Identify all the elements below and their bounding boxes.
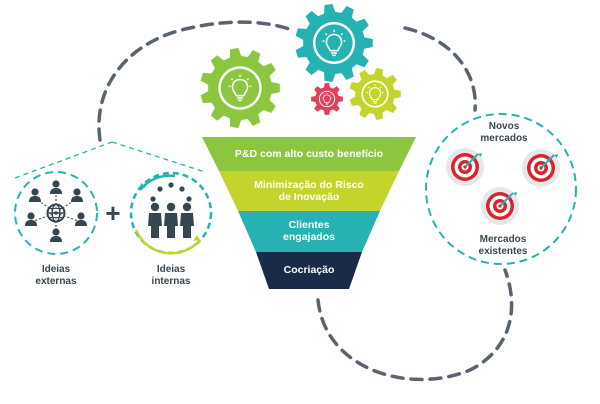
person-icon — [164, 202, 178, 238]
markets-circle — [425, 113, 577, 265]
gear-icon — [295, 4, 373, 82]
gear-icon — [349, 68, 401, 120]
person-head-icon — [157, 186, 163, 192]
external-ideas-group — [14, 171, 98, 255]
person-head-icon — [186, 196, 192, 202]
funnel-label-2-line-1: Minimização do Risco — [254, 179, 364, 191]
person-head-icon — [179, 186, 185, 192]
funnel-level-1 — [202, 137, 416, 171]
new-markets-label: Novos mercados — [472, 121, 536, 145]
gears-group — [200, 4, 401, 128]
person-icon — [50, 228, 62, 242]
external-ideas-circle — [14, 171, 98, 255]
person-icon — [29, 188, 41, 202]
cycle-arrow-icon — [134, 229, 201, 255]
person-icon — [50, 180, 62, 194]
internal-ideas-label: Ideias internas — [141, 264, 201, 288]
new-markets-line-2: mercados — [480, 133, 528, 144]
internal-ideas-line-1: Ideias — [156, 264, 186, 275]
dashed-arc-bottom — [316, 268, 514, 382]
internal-ideas-group — [129, 171, 213, 255]
person-head-icon — [168, 182, 174, 188]
external-ideas-line-1: Ideias — [41, 264, 71, 275]
funnel-label-4: Cocriação — [283, 264, 335, 276]
gear-icon — [311, 83, 343, 115]
new-markets-line-1: Novos — [488, 121, 520, 132]
person-icon — [75, 212, 87, 226]
target-icon-2 — [521, 148, 561, 188]
target-icon-3 — [480, 186, 520, 226]
person-head-icon — [150, 196, 156, 202]
existing-markets-line-1: Mercados — [479, 234, 527, 245]
external-ideas-line-2: externas — [35, 276, 77, 287]
dashed-arc-right — [403, 26, 477, 112]
markets-group — [425, 113, 577, 265]
funnel-level-2 — [219, 171, 399, 211]
internal-ideas-line-2: internas — [151, 276, 191, 287]
external-ideas-label: Ideias externas — [26, 264, 86, 288]
gear-icon — [200, 48, 280, 128]
plus-sign: + — [105, 198, 120, 228]
existing-markets-label: Mercados existentes — [468, 234, 538, 258]
funnel-level-4 — [256, 252, 362, 289]
funnel-label-2-line-2: de Inovação — [278, 191, 340, 203]
dashed-line-right — [111, 141, 206, 173]
funnel-label-3-line-1: Clientes — [288, 219, 330, 231]
funnel-label-2: Minimização do Risco de Inovação — [225, 179, 393, 203]
person-icon — [71, 188, 83, 202]
funnel — [202, 137, 416, 289]
team-people-icon — [148, 182, 194, 238]
person-icon — [148, 202, 162, 238]
person-icon — [25, 212, 37, 226]
funnel-label-1: P&D com alto custo benefício — [234, 148, 384, 160]
existing-markets-line-2: existentes — [478, 246, 528, 257]
dashed-arc-top — [97, 20, 294, 142]
funnel-label-3: Clientes engajados — [244, 219, 374, 243]
funnel-label-3-line-2: engajados — [283, 231, 335, 243]
target-icon-1 — [445, 147, 485, 187]
network-people-icon — [25, 180, 87, 242]
funnel-level-3 — [238, 211, 380, 252]
person-icon — [180, 202, 194, 238]
